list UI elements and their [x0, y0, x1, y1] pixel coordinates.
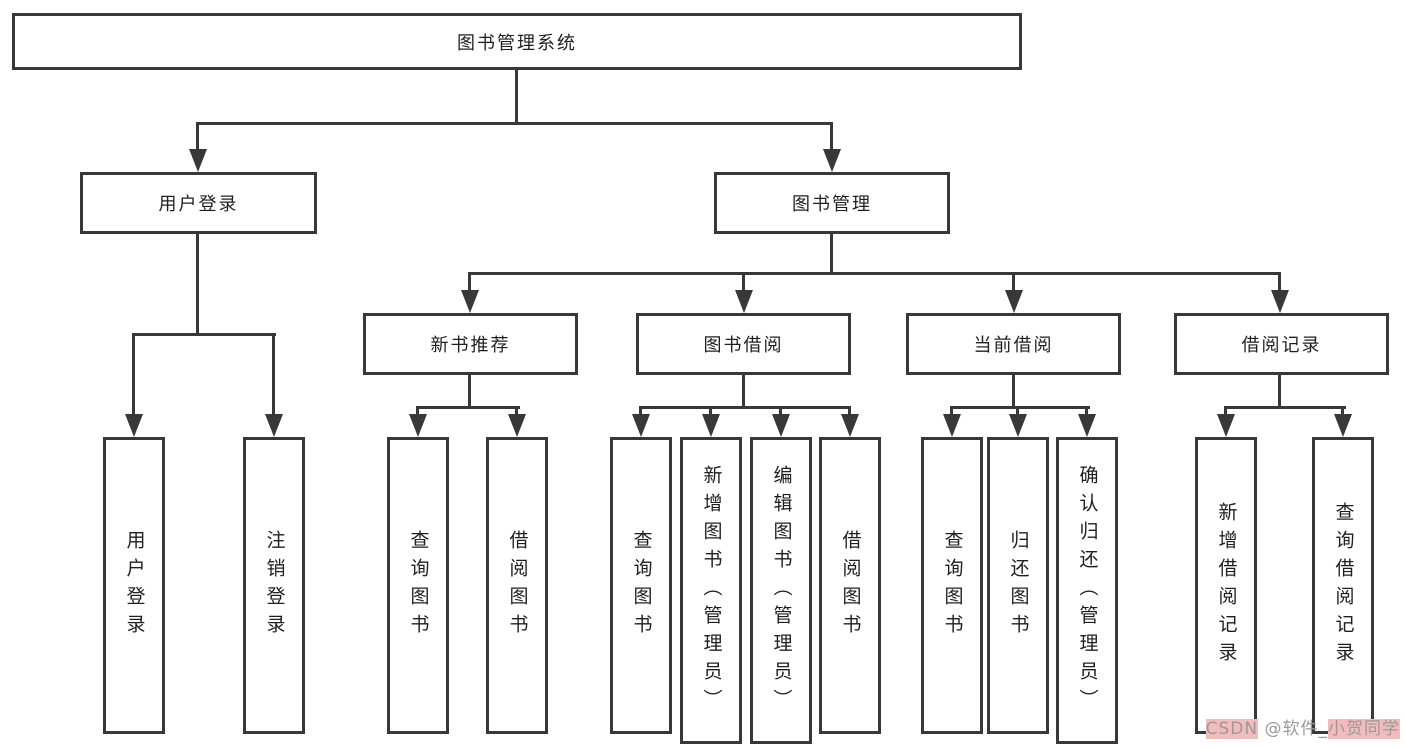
leaf-edit-book-admin: 编辑图书（管理员） — [750, 437, 812, 744]
connector-v — [848, 406, 851, 417]
connector-v — [1341, 406, 1344, 417]
connector-v — [132, 333, 135, 417]
leaf-query-books-current: 查询图书 — [921, 437, 983, 734]
connector-h — [132, 333, 276, 336]
leaf-logout: 注销登录 — [243, 437, 305, 734]
connector-h — [196, 122, 833, 125]
node-book-management: 图书管理 — [714, 172, 950, 234]
node-system-root: 图书管理系统 — [12, 13, 1022, 70]
connector-v — [742, 272, 745, 293]
connector-v — [468, 375, 471, 409]
arrowhead-down-icon — [841, 414, 859, 437]
connector-h — [468, 272, 1281, 275]
arrowhead-down-icon — [461, 290, 479, 313]
watermark-brand: CSDN — [1205, 719, 1259, 739]
arrowhead-down-icon — [823, 149, 841, 172]
arrowhead-down-icon — [632, 414, 650, 437]
connector-v — [1278, 272, 1281, 293]
arrowhead-down-icon — [1271, 290, 1289, 313]
watermark-handle: @软件_ — [1258, 719, 1328, 739]
arrowhead-down-icon — [772, 414, 790, 437]
connector-h — [950, 406, 1090, 409]
watermark-username: 小贺同学 — [1328, 719, 1400, 739]
arrowhead-down-icon — [735, 290, 753, 313]
leaf-user-login: 用户登录 — [103, 437, 165, 734]
connector-h — [1224, 406, 1346, 409]
arrowhead-down-icon — [1334, 414, 1352, 437]
arrowhead-down-icon — [1217, 414, 1235, 437]
connector-v — [1012, 272, 1015, 293]
connector-v — [196, 234, 199, 335]
arrowhead-down-icon — [265, 414, 283, 437]
connector-v — [416, 406, 419, 417]
arrowhead-down-icon — [1009, 414, 1027, 437]
arrowhead-down-icon — [189, 149, 207, 172]
arrowhead-down-icon — [943, 414, 961, 437]
leaf-borrow-books-borrow: 借阅图书 — [819, 437, 881, 734]
connector-v — [709, 406, 712, 417]
leaf-borrow-books-recommend: 借阅图书 — [486, 437, 548, 734]
connector-v — [515, 70, 518, 124]
arrowhead-down-icon — [702, 414, 720, 437]
connector-v — [639, 406, 642, 417]
node-new-book-recommend: 新书推荐 — [363, 313, 578, 375]
node-book-borrow: 图书借阅 — [636, 313, 851, 375]
leaf-add-borrow-record: 新增借阅记录 — [1195, 437, 1257, 734]
leaf-confirm-return-admin: 确认归还（管理员） — [1056, 437, 1118, 744]
leaf-query-books-recommend: 查询图书 — [387, 437, 449, 734]
connector-v — [1278, 375, 1281, 409]
leaf-query-books-borrow: 查询图书 — [610, 437, 672, 734]
connector-v — [830, 122, 833, 151]
connector-v — [950, 406, 953, 417]
arrowhead-down-icon — [409, 414, 427, 437]
connector-v — [196, 122, 199, 151]
connector-v — [1012, 375, 1015, 409]
leaf-add-book-admin: 新增图书（管理员） — [680, 437, 742, 744]
arrowhead-down-icon — [125, 414, 143, 437]
connector-v — [830, 234, 833, 275]
watermark: CSDN @软件_小贺同学 — [1205, 714, 1400, 739]
connector-v — [1016, 406, 1019, 417]
arrowhead-down-icon — [508, 414, 526, 437]
leaf-query-borrow-record: 查询借阅记录 — [1312, 437, 1374, 734]
leaf-return-book: 归还图书 — [987, 437, 1049, 734]
connector-v — [468, 272, 471, 293]
arrowhead-down-icon — [1005, 290, 1023, 313]
connector-v — [742, 375, 745, 409]
connector-v — [779, 406, 782, 417]
connector-h — [416, 406, 520, 409]
arrowhead-down-icon — [1078, 414, 1096, 437]
connector-v — [272, 333, 275, 417]
connector-h — [639, 406, 851, 409]
node-borrow-records: 借阅记录 — [1174, 313, 1389, 375]
connector-v — [515, 406, 518, 417]
connector-v — [1224, 406, 1227, 417]
node-user-login: 用户登录 — [80, 172, 317, 234]
node-current-borrow: 当前借阅 — [906, 313, 1121, 375]
connector-v — [1085, 406, 1088, 417]
